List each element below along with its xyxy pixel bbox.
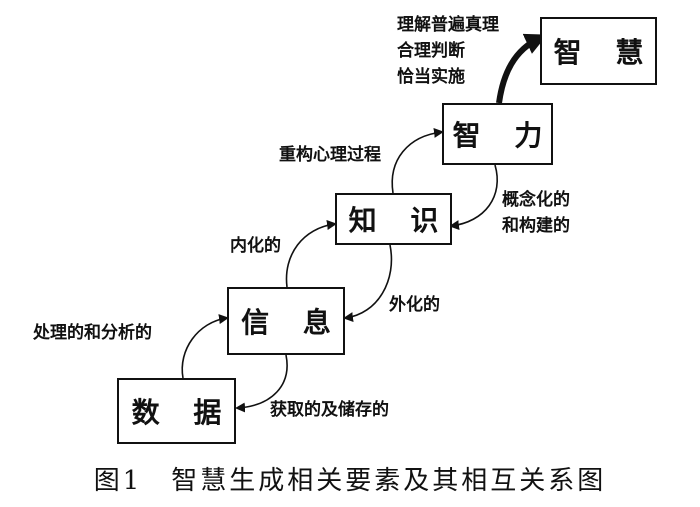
label-wisdom-line3: 恰当实施 [397, 67, 465, 87]
label-process-analyze: 处理的和分析的 [33, 323, 152, 343]
arrow-information-to-knowledge [285, 220, 337, 288]
arrow-data-to-information [181, 314, 229, 379]
label-acquire-store: 获取的及储存的 [270, 400, 389, 420]
arrow-knowledge-to-information [343, 244, 393, 322]
label-wisdom-traits: 理解普遍真理 合理判断 恰当实施 [397, 12, 499, 90]
figure-caption: 图1 智慧生成相关要素及其相互关系图 [93, 466, 607, 496]
box-intelligence: 智 力 [442, 103, 553, 165]
label-conceptualize-line2: 和构建的 [502, 216, 570, 236]
label-conceptualize-line1: 概念化的 [502, 190, 570, 210]
box-information: 信 息 [227, 287, 345, 355]
box-data: 数 据 [117, 378, 236, 444]
label-restructure: 重构心理过程 [279, 145, 381, 165]
box-knowledge: 知 识 [335, 193, 452, 245]
arrow-information-to-data [235, 354, 288, 413]
label-externalized: 外化的 [389, 295, 440, 315]
label-wisdom-line1: 理解普遍真理 [397, 15, 499, 35]
label-wisdom-line2: 合理判断 [397, 41, 465, 61]
arrow-intelligence-to-knowledge [449, 164, 498, 231]
label-conceptualize: 概念化的 和构建的 [502, 187, 570, 239]
box-wisdom: 智 慧 [540, 17, 657, 85]
arrow-knowledge-to-intelligence [391, 127, 444, 194]
arrow-intelligence-to-wisdom [496, 33, 548, 104]
label-internalized: 内化的 [230, 236, 281, 256]
